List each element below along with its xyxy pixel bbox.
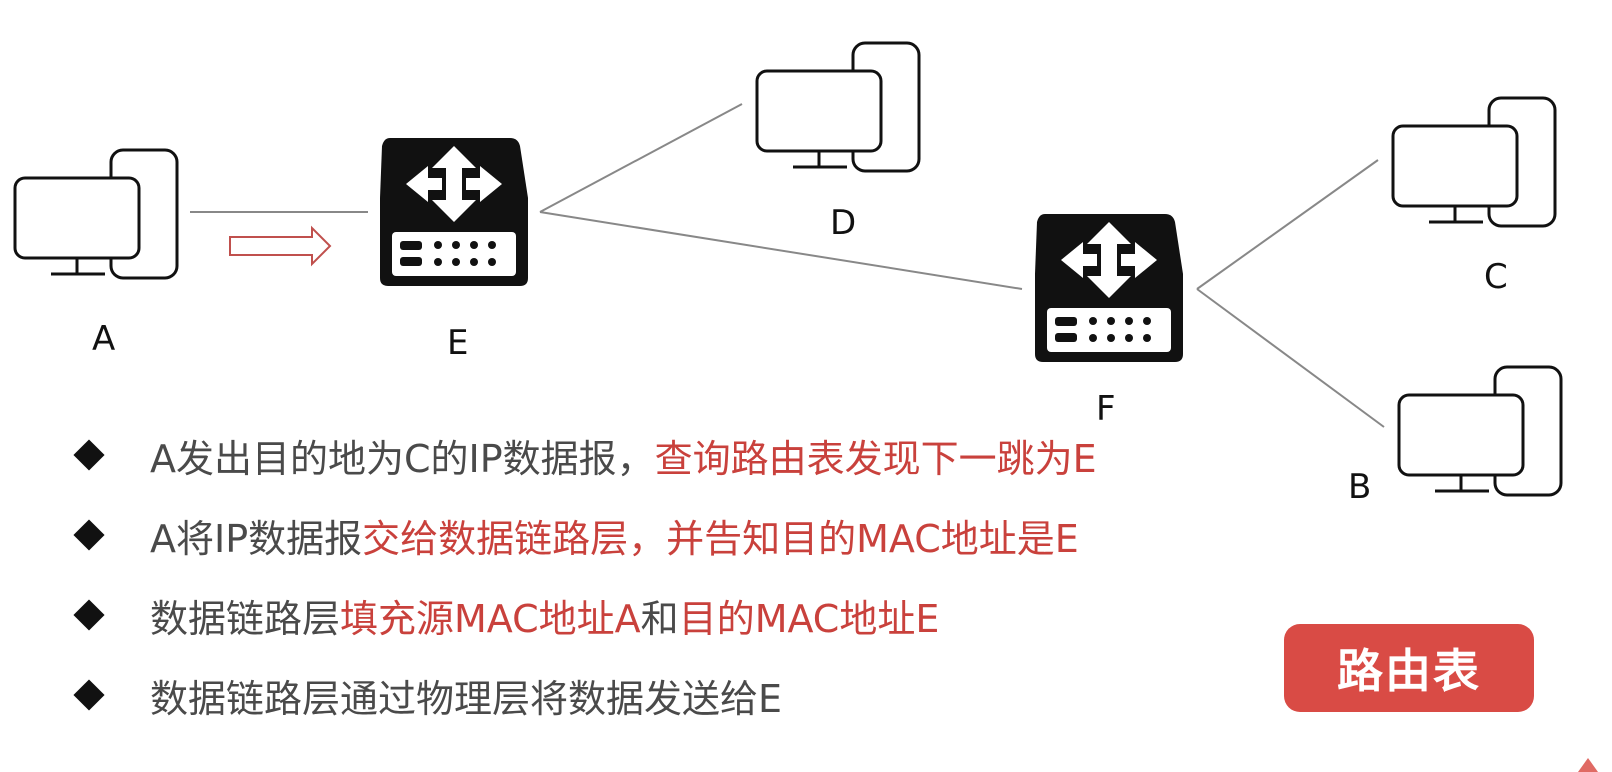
link-f-b	[1196, 288, 1385, 428]
diamond-bullet-icon	[73, 599, 105, 631]
node-label-f: F	[1096, 389, 1116, 429]
bullet-item: 数据链路层通过物理层将数据发送给E	[70, 655, 1097, 735]
flow-arrow-icon	[229, 225, 332, 267]
link-e-d	[539, 103, 743, 213]
corner-decoration	[1578, 758, 1598, 772]
bullet-list: A发出目的地为C的IP数据报，查询路由表发现下一跳为E A将IP数据报交给数据链…	[70, 415, 1097, 735]
node-label-d: D	[830, 203, 857, 243]
computer-b-icon	[1397, 365, 1563, 497]
bullet-highlight: 填充源MAC地址A	[340, 596, 641, 641]
node-label-b: B	[1348, 467, 1372, 507]
bullet-text: A将IP数据报	[150, 516, 363, 561]
bullet-text: 数据链路层	[150, 596, 341, 641]
diamond-bullet-icon	[73, 439, 105, 471]
bullet-highlight: 交给数据链路层，并告知目的MAC地址是E	[362, 516, 1079, 561]
bullet-item: A将IP数据报交给数据链路层，并告知目的MAC地址是E	[70, 495, 1097, 575]
bullet-highlight: 目的MAC地址E	[678, 596, 940, 641]
bullet-item: A发出目的地为C的IP数据报，查询路由表发现下一跳为E	[70, 415, 1097, 495]
diamond-bullet-icon	[73, 519, 105, 551]
link-f-c	[1196, 159, 1379, 290]
link-e-f	[539, 211, 1023, 290]
bullet-highlight: 查询路由表发现下一跳为E	[654, 436, 1097, 481]
bullet-text: 和	[640, 596, 679, 641]
node-label-c: C	[1484, 257, 1508, 297]
node-label-a: A	[92, 319, 116, 359]
node-label-e: E	[447, 323, 469, 363]
computer-d-icon	[755, 41, 921, 173]
bullet-text: 数据链路层通过物理层将数据发送给E	[150, 676, 783, 721]
computer-c-icon	[1391, 96, 1557, 228]
routing-table-button[interactable]: 路由表	[1284, 624, 1534, 712]
bullet-text: A发出目的地为C的IP数据报，	[150, 436, 655, 481]
diamond-bullet-icon	[73, 679, 105, 711]
router-e-icon	[380, 138, 528, 286]
router-f-icon	[1035, 214, 1183, 362]
computer-a-icon	[13, 148, 179, 280]
